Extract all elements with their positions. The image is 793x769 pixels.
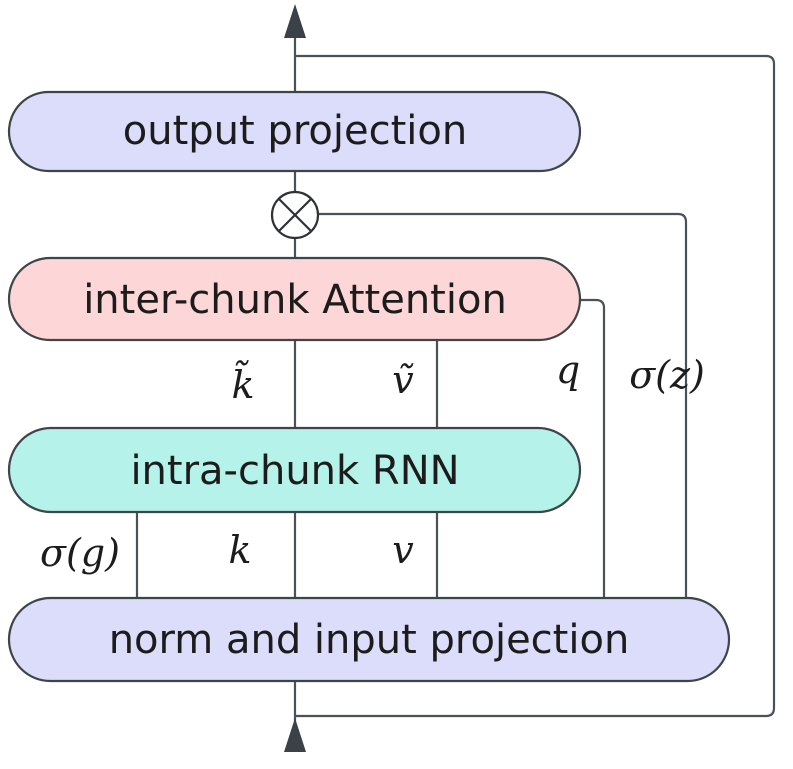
norm-input-projection-label: norm and input projection (109, 617, 630, 663)
sigma-z-line (316, 212, 688, 600)
sigma-g-label: σ(g) (40, 531, 120, 575)
norm-input-projection-box (7, 596, 731, 683)
intra-chunk-rnn-label: intra-chunk RNN (130, 448, 459, 494)
q-label: q (556, 348, 580, 392)
inter-chunk-attention-label: inter-chunk Attention (83, 277, 507, 323)
k-label: k (228, 528, 251, 572)
output-projection-label: output projection (123, 108, 467, 154)
norm-input-projection-block: norm and input projection (7, 596, 731, 683)
output-projection-box (7, 90, 582, 173)
output-projection-block: output projection (7, 90, 582, 173)
intra-chunk-rnn-block: intra-chunk RNN (7, 426, 582, 514)
v-tilde-label: ṽ (392, 358, 414, 402)
intra-chunk-rnn-box (7, 426, 582, 514)
sigma-z-label: σ(z) (629, 353, 705, 397)
inter-chunk-attention-block: inter-chunk Attention (7, 256, 582, 342)
k-tilde-label: k̃ (231, 360, 254, 407)
output-arrow-icon (284, 4, 306, 38)
multiply-operator (270, 190, 320, 240)
v-label: v (392, 528, 414, 572)
residual-connection-line (293, 54, 776, 718)
inter-chunk-attention-box (7, 256, 582, 342)
q-line (578, 298, 606, 600)
input-arrow-icon (284, 718, 306, 752)
